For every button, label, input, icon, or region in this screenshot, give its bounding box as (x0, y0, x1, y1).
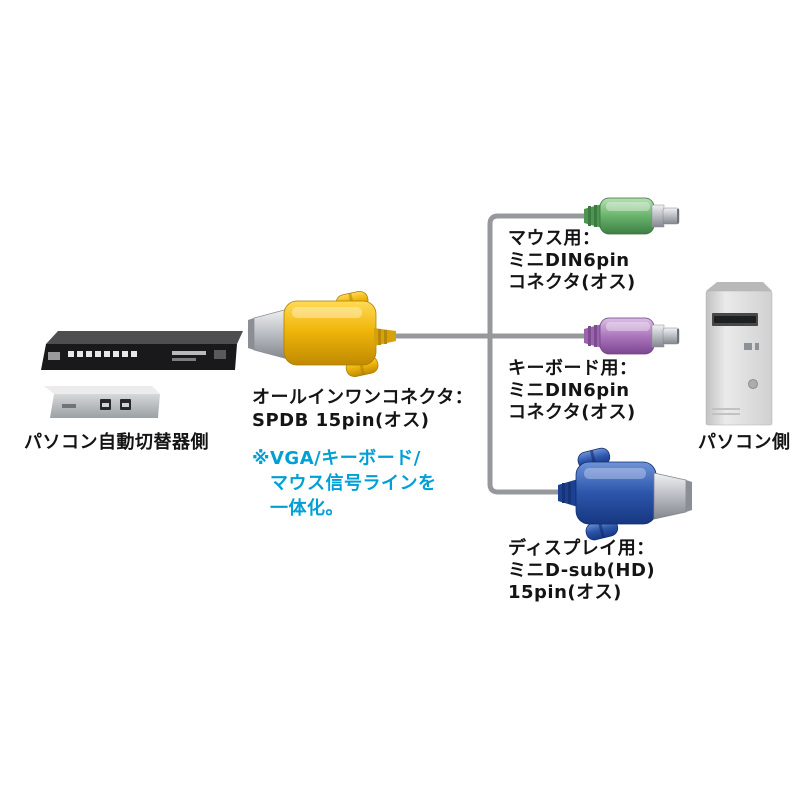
kvm-switch-unit (41, 331, 243, 370)
display-label-line-2: ミニD-sub(HD) (508, 560, 656, 581)
keyboard-label-line-2: ミニDIN6pin (508, 380, 630, 401)
pc-tower (705, 282, 773, 426)
mouse-label-line-1: マウス用： (508, 228, 601, 249)
keyboard-label-line-3: コネクタ(オス) (508, 402, 636, 423)
cable-branch-display (487, 333, 569, 495)
mouse-label-line-3: コネクタ(オス) (508, 272, 636, 293)
keyboard-label-line-1: キーボード用： (508, 358, 638, 379)
allinone-label-line-1: オールインワンコネクタ： (252, 387, 474, 408)
cable-harness (369, 213, 595, 495)
integration-note: ※VGA/キーボード/ マウス信号ラインを 一体化。 (252, 446, 437, 521)
kvm-lower-unit (44, 386, 160, 418)
cable-branch-mouse (487, 213, 595, 339)
display-connector (558, 447, 692, 541)
note-line-1: ※VGA/キーボード/ (252, 448, 421, 469)
allinone-connector (248, 290, 396, 378)
note-line-2: マウス信号ラインを (270, 473, 437, 494)
display-label-line-3: 15pin(オス) (508, 582, 622, 603)
keyboard-connector-label: キーボード用： ミニDIN6pin コネクタ(オス) (508, 358, 638, 424)
note-line-3: 一体化。 (270, 498, 344, 519)
mouse-connector (584, 197, 680, 235)
allinone-label-line-2: SPDB 15pin(オス) (252, 410, 430, 431)
allinone-connector-label: オールインワンコネクタ： SPDB 15pin(オス) (252, 386, 473, 432)
kvm-switch-side-label: パソコン自動切替器側 (24, 432, 209, 453)
pc-side-label: パソコン側 (698, 432, 791, 453)
display-label-line-1: ディスプレイ用： (508, 538, 655, 559)
keyboard-connector (584, 317, 680, 355)
mouse-label-line-2: ミニDIN6pin (508, 250, 630, 271)
mouse-connector-label: マウス用： ミニDIN6pin コネクタ(オス) (508, 228, 636, 294)
display-connector-label: ディスプレイ用： ミニD-sub(HD) 15pin(オス) (508, 538, 655, 604)
